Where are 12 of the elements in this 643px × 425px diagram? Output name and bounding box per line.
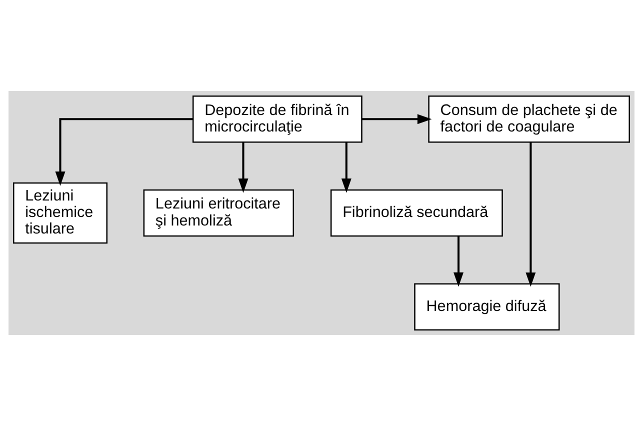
node-box: Hemoragie difuză (414, 282, 560, 330)
arrow (341, 142, 352, 192)
arrow (55, 118, 193, 186)
arrow (454, 236, 464, 286)
arrow (238, 142, 248, 192)
node-box: Consum de plachete şi de factori de coagulare (428, 94, 630, 142)
node-box: Leziuni ischemice tisulare (12, 182, 108, 244)
node-box: Leziuni eritrocitare şi hemoliză (143, 188, 294, 236)
node-box: Fibrinoliză secundară (330, 188, 503, 236)
arrow (526, 142, 536, 286)
arrow (362, 114, 432, 124)
node-box: Depozite de fibrină în microcirculaţie (192, 94, 362, 142)
